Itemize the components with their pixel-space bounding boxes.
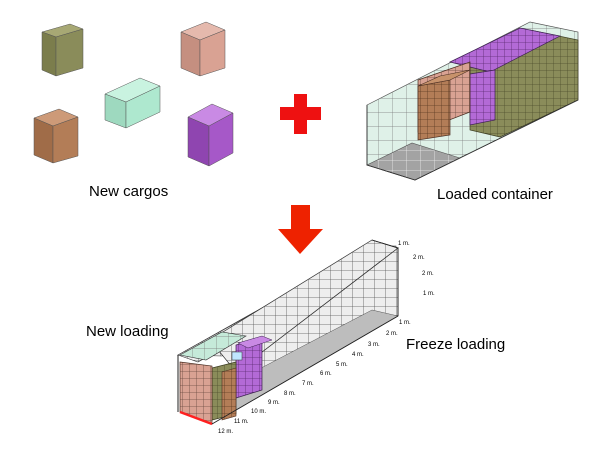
tick-length-5: 5 m. xyxy=(336,362,348,368)
tick-width-2: 2 m. xyxy=(413,255,425,261)
cargo-box-mint xyxy=(104,77,161,129)
cargo-box-brown xyxy=(33,108,79,164)
new-cargos-label: New cargos xyxy=(89,183,169,200)
new-loading-label: New loading xyxy=(86,323,169,340)
tick-length-10: 10 m. xyxy=(251,409,267,415)
tick-length-2: 2 m. xyxy=(386,331,398,337)
down-arrow-icon xyxy=(278,205,323,254)
tick-width-3: 2 m. xyxy=(422,271,434,277)
tick-length-12: 12 m. xyxy=(218,429,234,435)
tick-length-9: 9 m. xyxy=(268,400,280,406)
tick-width-1: 1 m. xyxy=(398,241,410,247)
tick-length-6: 6 m. xyxy=(320,371,332,377)
loaded-container-label: Loaded container xyxy=(437,186,553,203)
tick-length-4: 4 m. xyxy=(352,352,364,358)
tick-length-1: 1 m. xyxy=(399,320,411,326)
tick-length-8: 8 m. xyxy=(284,391,296,397)
cargo-box-purple xyxy=(187,103,234,167)
loaded-container-illustration xyxy=(366,21,579,181)
tick-length-11: 11 m. xyxy=(234,419,249,425)
bottom-container-illustration xyxy=(176,239,399,426)
tick-width-4: 1 m. xyxy=(423,291,435,297)
plus-icon xyxy=(280,94,321,134)
tick-length-3: 3 m. xyxy=(368,342,380,348)
tick-length-7: 7 m. xyxy=(302,381,314,387)
freeze-loading-label: Freeze loading xyxy=(406,336,506,353)
cargo-box-olive xyxy=(41,23,84,77)
cargo-box-pink xyxy=(180,21,226,77)
